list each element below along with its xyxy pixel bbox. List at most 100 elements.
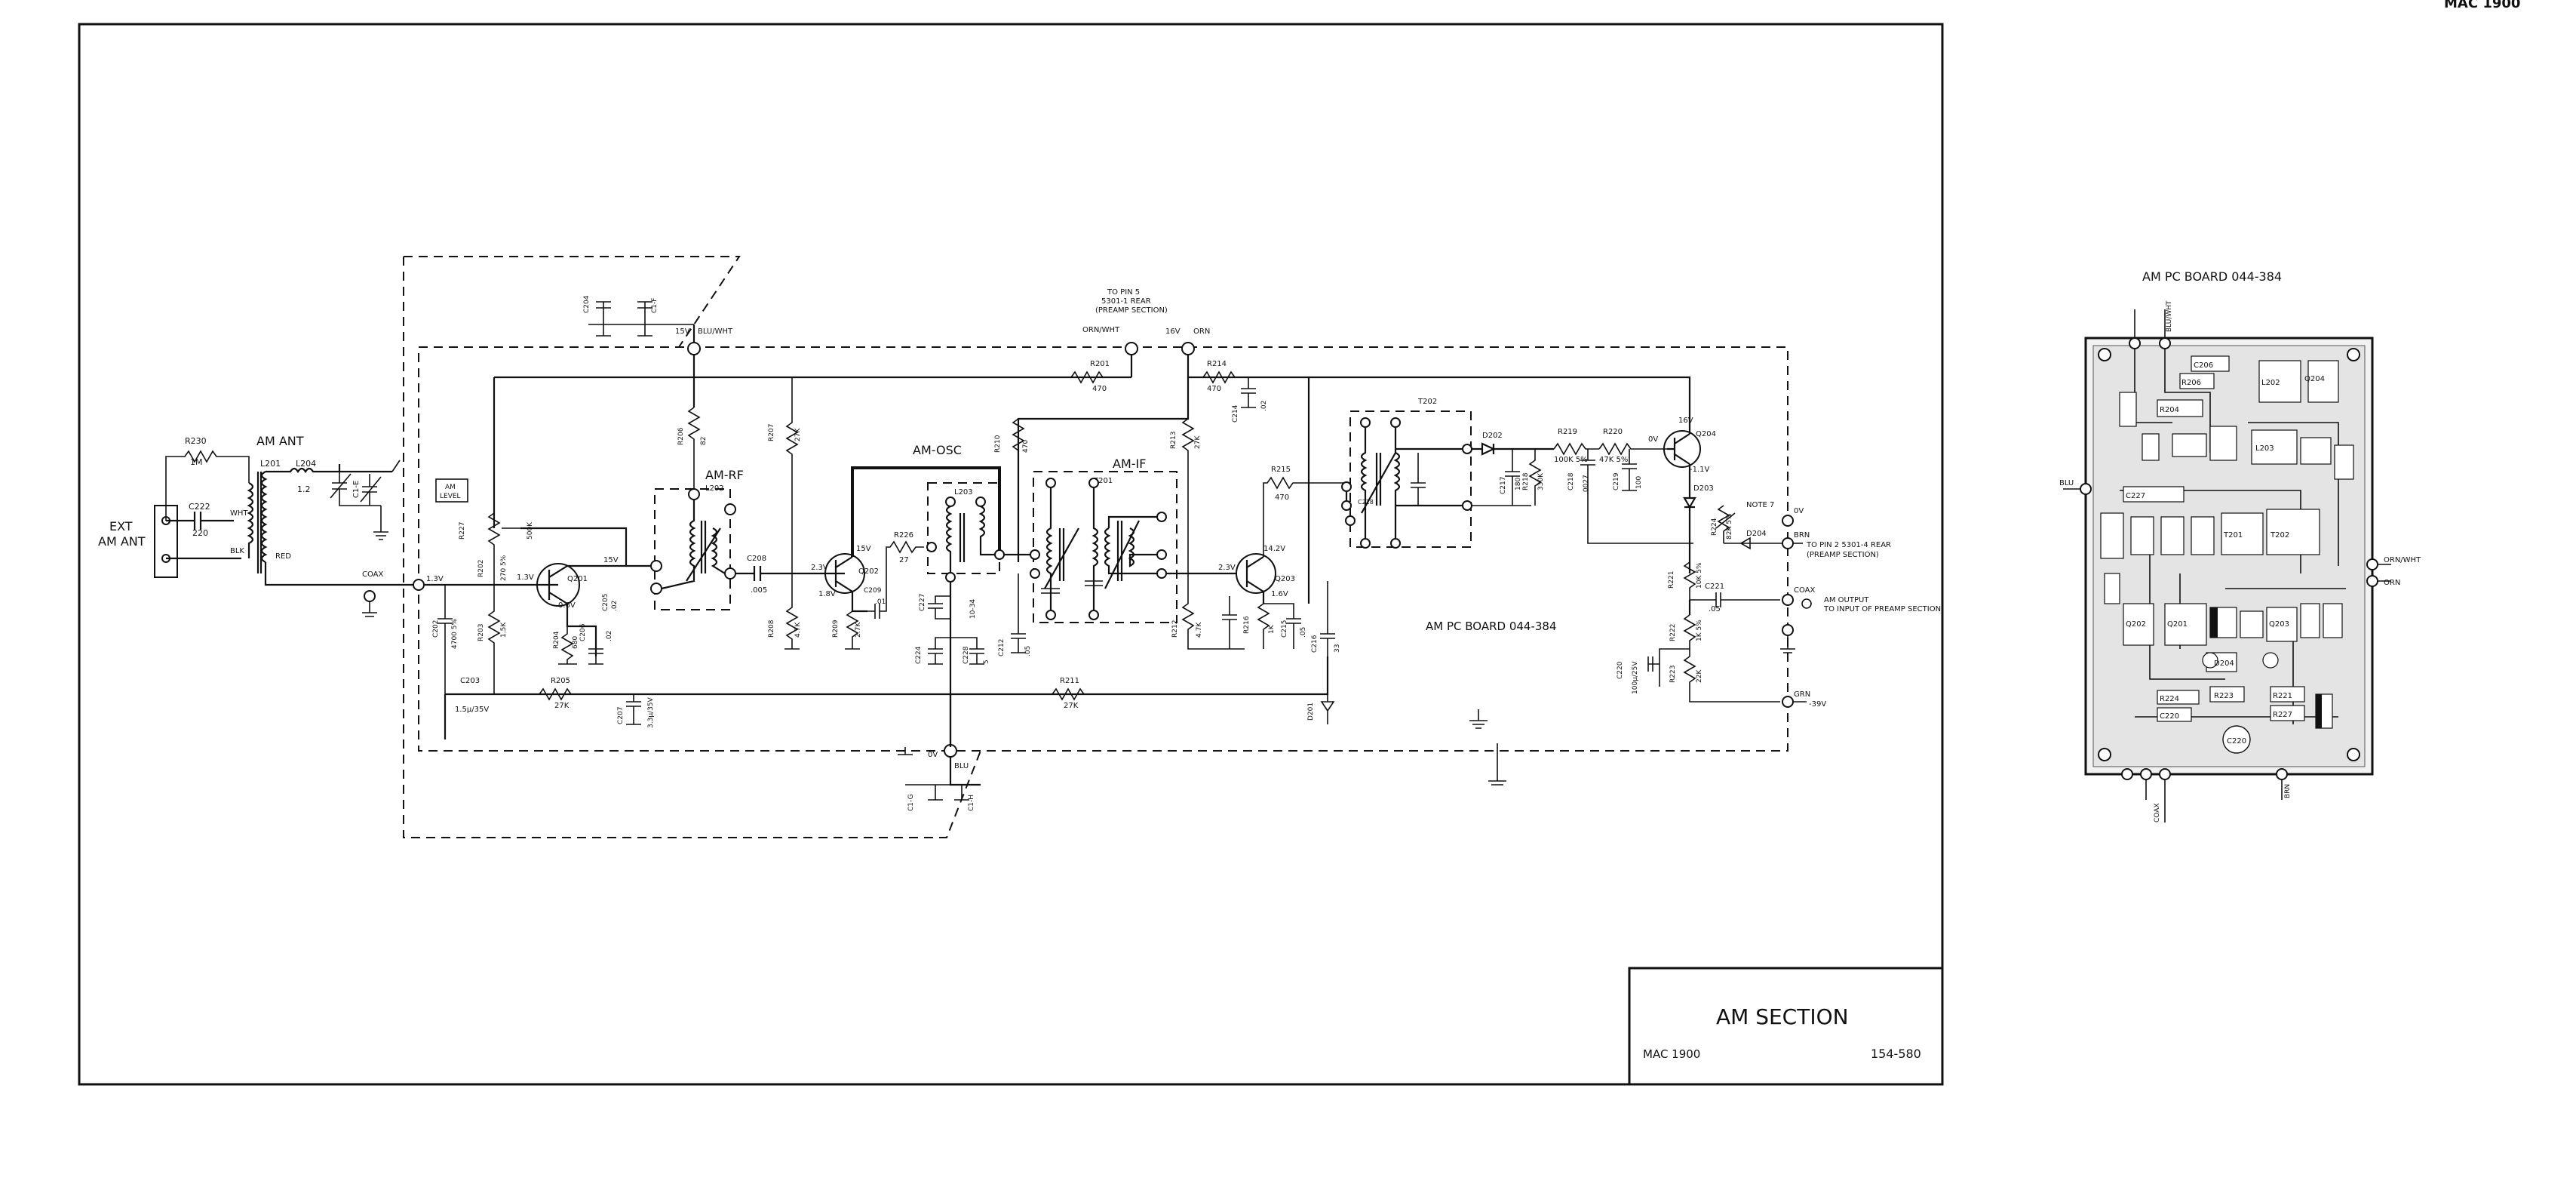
component-label: C227 [919, 594, 926, 611]
component-label: 100K 5% [1554, 456, 1588, 464]
component-label: C205 [602, 594, 609, 611]
component-label: D203 [1693, 484, 1714, 493]
component-label: BRN [2284, 784, 2292, 798]
component-label: L203 [2255, 444, 2274, 453]
component-label: 2.3V [1218, 564, 1236, 572]
component-label: 2.3V [811, 564, 828, 572]
component-label: C202 [432, 620, 440, 638]
component-label: 16V [1678, 417, 1693, 425]
title-block: AM SECTION MAC 1900 154-580 [1628, 967, 1944, 1086]
header-ref: MAC 1900 [2444, 0, 2520, 11]
component-label: C218 [1358, 499, 1374, 506]
component-label: C217 [1500, 477, 1507, 494]
component-label: Q204 [1696, 430, 1716, 438]
component-label: 1.5µ/35V [455, 706, 489, 714]
component-label: 100µ/25V [1632, 661, 1639, 694]
component-label: AM [445, 484, 456, 491]
component-label: .01 [875, 598, 886, 606]
component-label: BLU/WHT [2166, 300, 2173, 332]
component-label: D204 [1746, 530, 1767, 538]
component-label: -39V [1809, 700, 1826, 709]
component-label: C206 [2194, 361, 2213, 370]
component-label: C207 [617, 707, 625, 724]
component-label: 2.7K [855, 622, 862, 638]
component-label: R204 [2160, 406, 2179, 414]
component-label: COAX [2154, 803, 2161, 822]
component-label: R219 [1558, 428, 1577, 436]
component-label: 330K [1537, 472, 1545, 490]
component-label: 15V [603, 556, 619, 564]
title-block-number: 154-580 [1871, 1047, 1921, 1061]
component-label: R224 [1711, 518, 1718, 536]
antenna-section: EXT AM ANT R230 1M C222 220 WHT BLK AM A… [98, 434, 419, 617]
am-level-box [435, 478, 468, 503]
tuner-outline [403, 256, 981, 838]
component-label: R208 [768, 620, 775, 638]
component-label: 1.3V [517, 573, 534, 582]
component-label: R216 [1243, 616, 1251, 634]
component-label: C208 [747, 555, 766, 563]
am-board-boundary [418, 346, 1788, 752]
am-ant-title: AM ANT [256, 434, 304, 448]
component-label: R226 [894, 531, 913, 540]
component-label: WHT [230, 509, 248, 518]
component-label: BLU [954, 762, 969, 770]
component-label: 4.7K [1196, 622, 1203, 638]
component-label: ORN/WHT [1082, 326, 1120, 334]
component-label: 10K 5% [1696, 562, 1703, 589]
component-label: C221 [1705, 583, 1724, 591]
component-label: 15V [675, 327, 690, 336]
component-label: C204 [583, 295, 591, 313]
component-label: 180 [1515, 478, 1522, 490]
component-label: C222 [189, 502, 210, 512]
component-label: 1.8V [818, 590, 836, 598]
component-label: R202 [477, 560, 485, 577]
component-label: Q202 [858, 567, 879, 576]
component-label: 16V [1165, 327, 1181, 336]
component-label: C1-E [352, 481, 361, 498]
component-label: LEVEL [440, 493, 461, 500]
component-label: C1-F [651, 298, 659, 313]
component-label: .02 [606, 631, 613, 641]
board-label: AM PC BOARD 044-384 [1426, 620, 1557, 633]
component-label: R213 [1170, 432, 1177, 449]
component-label: R222 [1669, 624, 1677, 641]
component-label: 27K [1194, 435, 1202, 449]
component-label: Q204 [2304, 375, 2325, 383]
pcb-title: AM PC BOARD 044-384 [2142, 269, 2282, 284]
component-label: Q203 [1275, 575, 1295, 583]
component-label: 500K [527, 521, 534, 540]
component-label: 270 5% [500, 555, 508, 581]
component-label: 27 [899, 556, 909, 564]
component-label: C206 [579, 623, 587, 641]
ext-ant-label-1: EXT [109, 519, 133, 533]
component-label: 470 [1022, 440, 1030, 453]
component-label: .0027 [1583, 475, 1590, 494]
component-label: R212 [1171, 620, 1179, 638]
osc-if-stage: Q202 2.3V 1.8V 15V R209 2.7K C209 .01 R2… [811, 418, 1177, 747]
component-label: 220 [192, 528, 208, 538]
component-label: R209 [832, 620, 840, 638]
component-label: 47K 5% [1599, 456, 1628, 464]
component-label: 5 [983, 659, 990, 664]
component-label: Q202 [2126, 620, 2146, 629]
component-label: GRN [1794, 690, 1810, 699]
component-label: 27K [1064, 702, 1079, 710]
component-label: R218 [1522, 472, 1530, 490]
component-label: 5301-1 REAR [1101, 297, 1151, 306]
component-label: 0V [1794, 507, 1804, 515]
component-label: ORN [2384, 579, 2400, 587]
component-label: R230 [185, 436, 207, 446]
component-label: C1-H [968, 795, 975, 811]
component-label: 27K [794, 428, 802, 441]
component-label: Q203 [2269, 620, 2289, 629]
component-label: R224 [2160, 695, 2179, 703]
component-label: 22K [1696, 669, 1703, 683]
component-label: TO PIN 5 [1107, 288, 1140, 297]
component-label: .05 [1300, 627, 1307, 638]
component-label: 0V [928, 751, 938, 759]
am-osc-label: AM-OSC [913, 443, 962, 457]
component-label: C220 [2160, 712, 2179, 721]
component-label: R221 [2273, 692, 2292, 700]
